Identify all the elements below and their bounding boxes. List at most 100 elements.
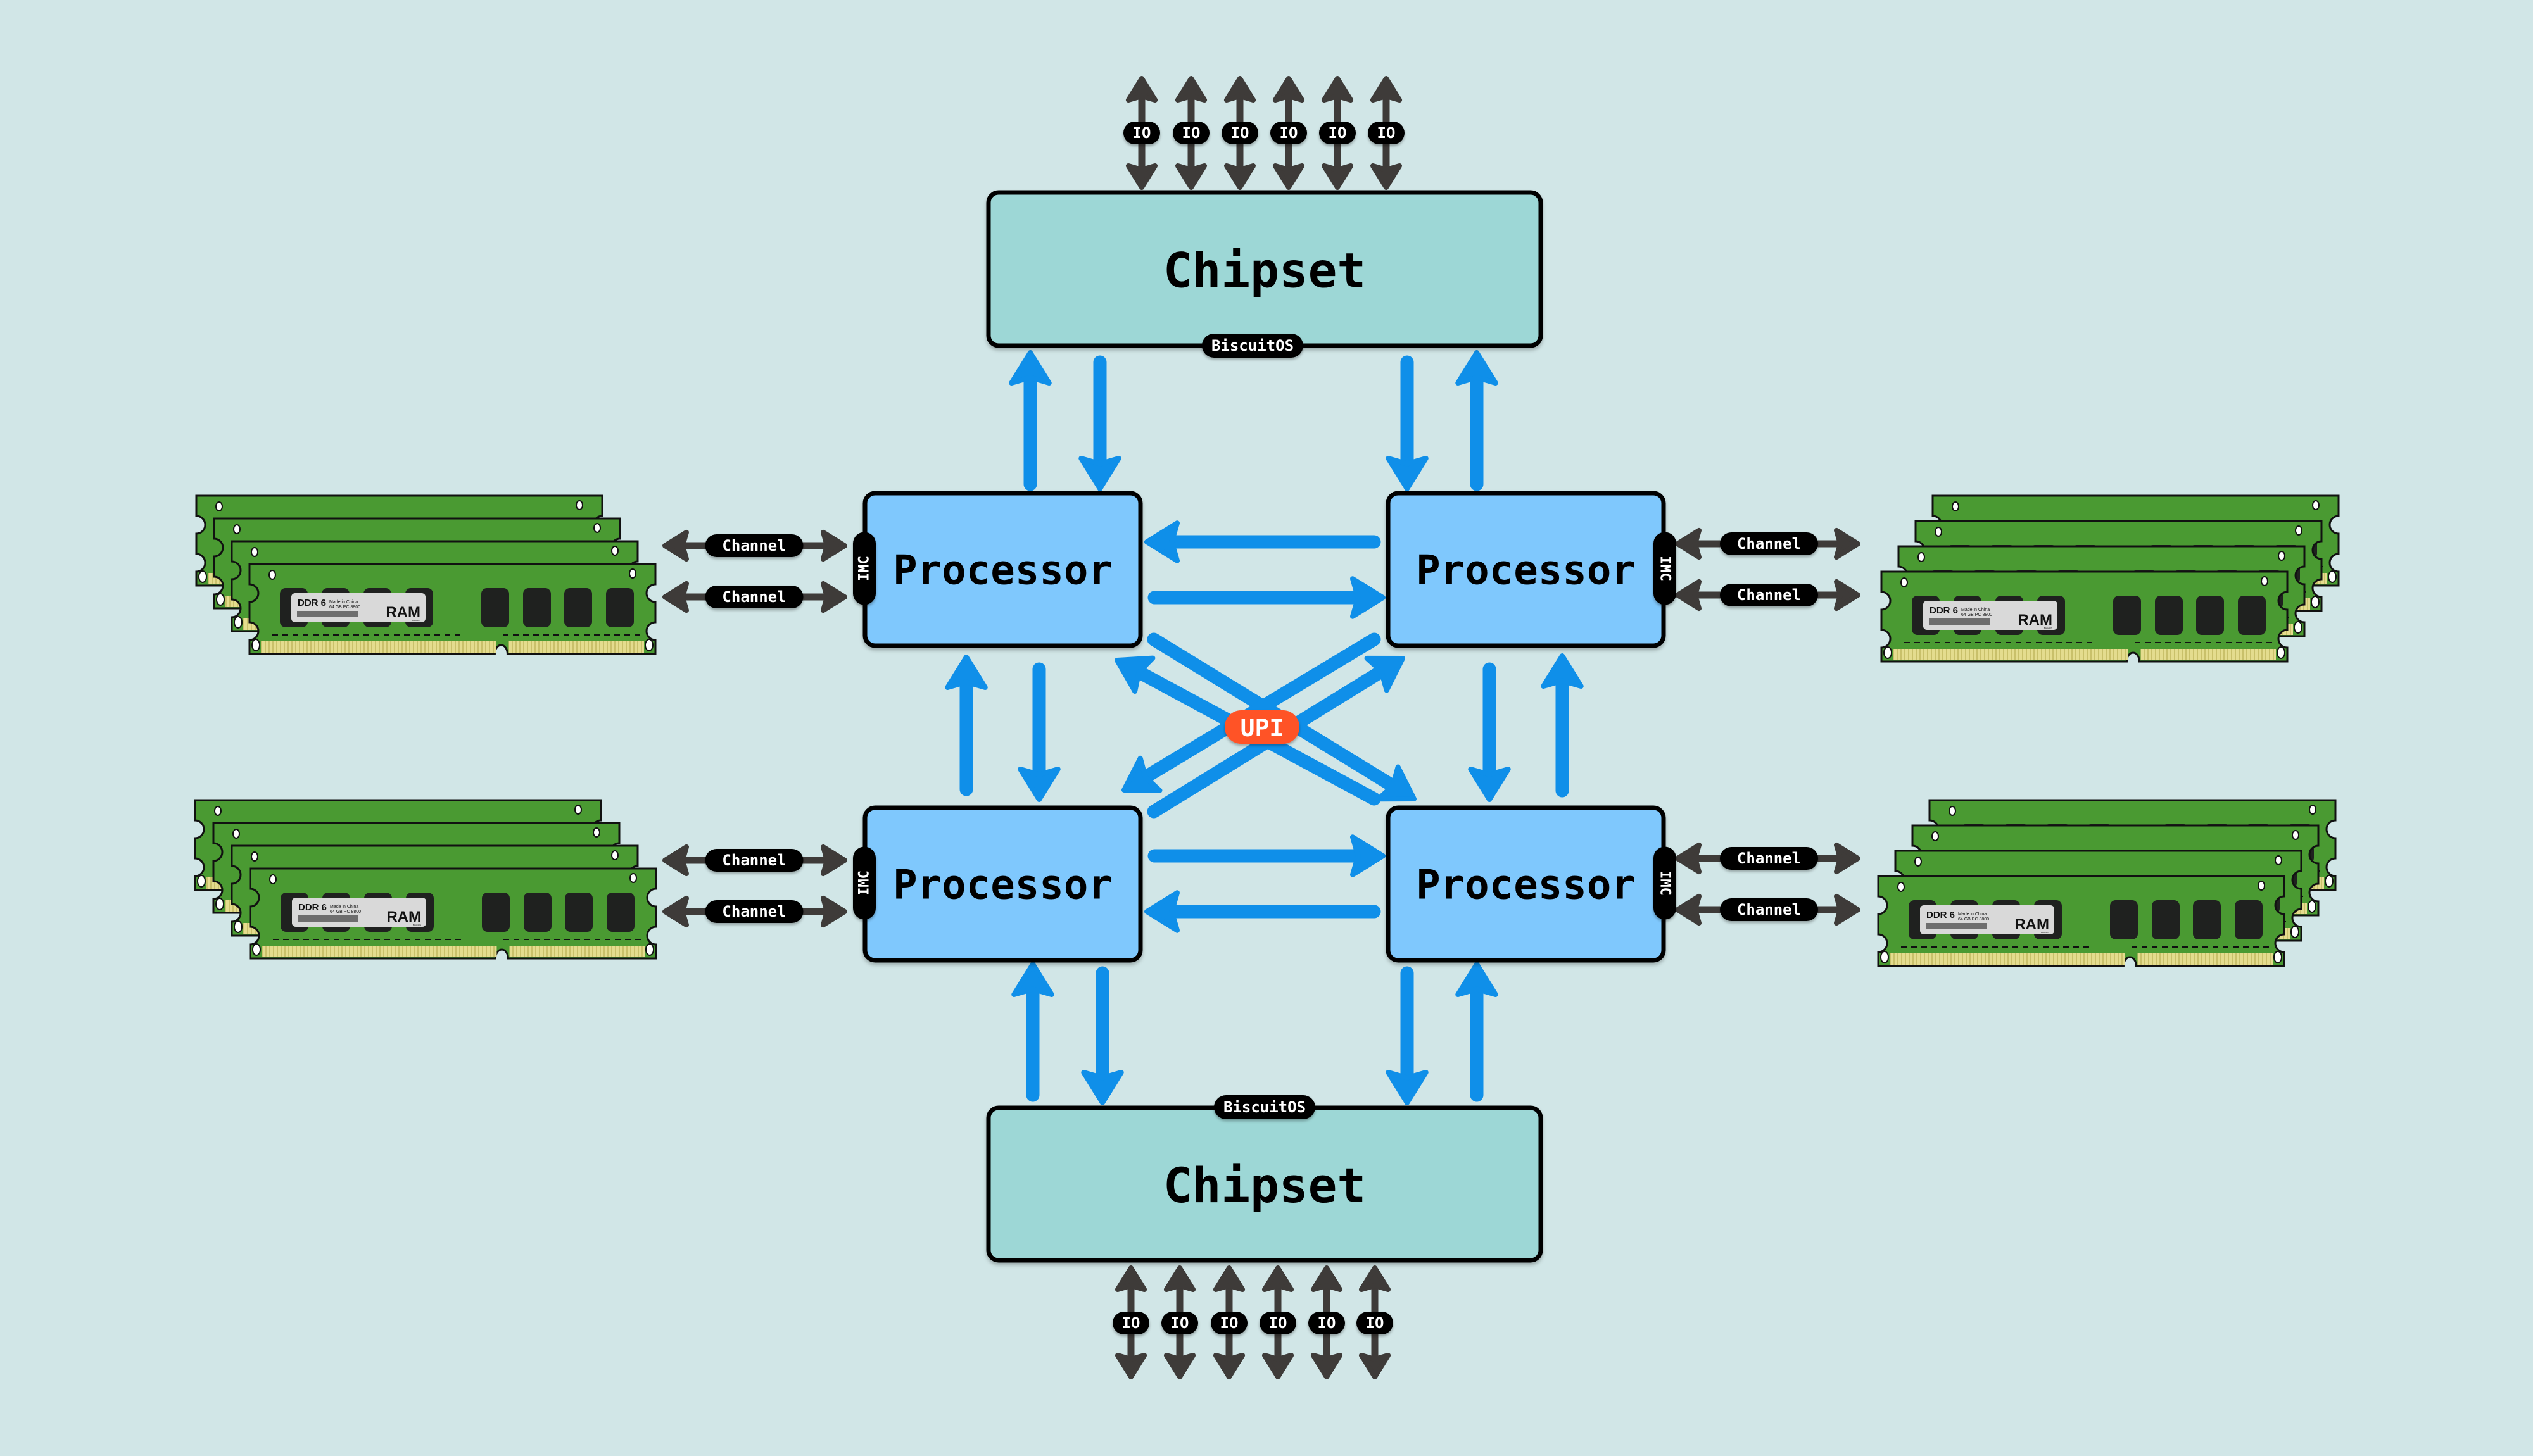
arrowhead-icon [1370, 163, 1403, 190]
io-badge-label: IO [1182, 124, 1201, 142]
imc-badge-bg [853, 532, 876, 605]
processor-top-left[interactable]: Processor [862, 491, 1143, 648]
chipset-bottom[interactable]: Chipset [986, 1105, 1543, 1263]
mount-hole [576, 500, 583, 510]
arrowhead-icon [1272, 163, 1305, 190]
arrowhead-icon [1175, 163, 1208, 190]
mount-hole [1897, 882, 1905, 892]
channel-badge-bg [705, 534, 804, 557]
upi-br-to-bl [1144, 890, 1381, 933]
gold-contacts [2137, 953, 2273, 965]
barcode [1929, 618, 1990, 625]
io-badge-label: IO [1366, 1314, 1384, 1332]
memory-chip [2193, 900, 2221, 939]
bus-chipset-to-tr [1386, 355, 1429, 491]
mount-hole [629, 568, 636, 579]
imc-badge-bg [1653, 532, 1676, 605]
ram-spec: 64 GB PC 8800 [1958, 917, 1989, 922]
arrowhead-icon [1009, 350, 1052, 386]
arrowhead-icon [1541, 653, 1584, 689]
mount-hole [2273, 951, 2282, 963]
processor-top-left-label: Processor [893, 548, 1113, 594]
arrowhead-icon [662, 844, 689, 877]
memory-chip [606, 588, 634, 627]
arrowhead-icon [1675, 579, 1702, 612]
arrowhead-icon [821, 844, 847, 877]
ram-type: DDR 6 [298, 902, 327, 913]
channel-badge-bg [1720, 847, 1818, 870]
mount-hole [2292, 830, 2299, 840]
chipset-bottom-badge: BiscuitOS [1214, 1095, 1315, 1119]
imc-badge-label: IMC [1657, 870, 1673, 896]
io-badge: IO [1173, 122, 1210, 144]
mount-hole [574, 805, 582, 815]
ram-type: DDR 6 [298, 598, 326, 608]
ram-title: RAM [2018, 612, 2052, 629]
memory-chip [523, 588, 551, 627]
imc-badge-bg [1653, 846, 1676, 920]
gold-contacts [509, 946, 645, 957]
channel-badge: Channel [1720, 532, 1818, 555]
imc-badge: IMC [853, 846, 876, 920]
processor-top-right[interactable]: Processor [1386, 491, 1666, 648]
processor-bottom-right[interactable]: Processor [1386, 805, 1666, 963]
arrowhead-icon [1261, 1265, 1294, 1292]
gold-contacts [1893, 649, 2128, 660]
ram-pcb [1877, 875, 2285, 967]
arrowhead-icon [1375, 764, 1417, 802]
arrowhead-icon [1121, 755, 1163, 793]
mount-hole [216, 593, 225, 606]
arrowhead-icon [1125, 76, 1158, 103]
arrowhead-icon [662, 895, 689, 928]
arrowhead-icon [1310, 1265, 1343, 1292]
mount-hole [269, 874, 277, 884]
memory-chip [564, 588, 592, 627]
mount-hole [1917, 552, 1925, 562]
upi-bl-to-br [1147, 834, 1386, 877]
ram-pcb [1880, 570, 2289, 663]
mount-hole [2277, 646, 2285, 659]
ram-brand: BiscuitOS [2044, 627, 2052, 629]
io-badge: IO [1308, 1312, 1345, 1334]
io-badge-label: IO [1329, 124, 1347, 142]
memory-chip [481, 588, 509, 627]
channel-badge: Channel [705, 586, 804, 608]
memory-chip [2152, 900, 2180, 939]
upi-badge-label: UPI [1241, 714, 1284, 742]
mount-hole [2295, 525, 2302, 536]
arrowhead-icon [662, 529, 689, 562]
arrowhead-icon [1115, 655, 1156, 694]
io-badge: IO [1123, 122, 1160, 144]
io-badge-label: IO [1133, 124, 1151, 142]
gold-contacts [2140, 649, 2276, 660]
io-badge-label: IO [1122, 1314, 1140, 1332]
arrowhead-icon [1364, 655, 1405, 693]
channel-badge: Channel [1720, 584, 1818, 606]
imc-badge: IMC [853, 532, 876, 605]
upi-tr-to-bl [1121, 632, 1381, 793]
ram-type: DDR 6 [1930, 605, 1958, 616]
channel-badge-label: Channel [722, 851, 786, 869]
arrowhead-icon [1261, 1353, 1294, 1379]
memory-chip [524, 893, 552, 932]
upi-badge-bg [1225, 710, 1299, 744]
channel-badge-label: Channel [722, 588, 786, 606]
arrowhead-icon [1011, 962, 1054, 997]
memory-chip [565, 893, 593, 932]
chipset-top[interactable]: Chipset [986, 190, 1543, 348]
channel-badge-label: Channel [722, 903, 786, 920]
channel-badge-bg [705, 900, 804, 923]
io-badge-bg [1113, 1312, 1149, 1334]
channel-badge-label: Channel [1737, 901, 1801, 919]
processor-bottom-left[interactable]: Processor [862, 805, 1143, 963]
arrowhead-icon [1213, 1353, 1246, 1379]
imc-badge: IMC [1653, 532, 1676, 605]
io-badge-bg [1123, 122, 1160, 144]
imc-badge-label: IMC [857, 556, 873, 581]
arrowhead-icon [1321, 76, 1354, 103]
ram-spec: 64 GB PC 8800 [330, 910, 361, 914]
chipset-top-label: Chipset [1163, 242, 1366, 299]
